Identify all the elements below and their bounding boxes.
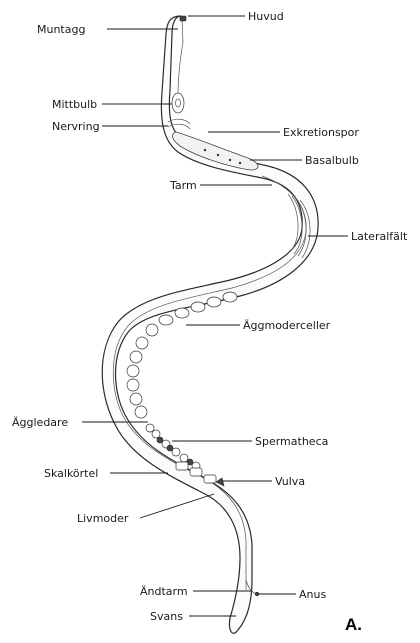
label-aggledare: Äggledare bbox=[12, 416, 68, 429]
label-skalkortel: Skalkörtel bbox=[44, 467, 98, 480]
label-andtarm: Ändtarm bbox=[140, 585, 188, 598]
label-lateralfalt: Lateralfält bbox=[351, 230, 408, 243]
label-vulva: Vulva bbox=[275, 475, 305, 488]
label-livmoder: Livmoder bbox=[77, 512, 129, 525]
stylet-knob bbox=[180, 16, 186, 21]
panel-letter: A. bbox=[345, 615, 362, 634]
label-muntagg: Muntagg bbox=[37, 23, 85, 36]
esophagus bbox=[178, 42, 183, 95]
leader-lines bbox=[82, 16, 348, 616]
label-basalbulb: Basalbulb bbox=[305, 154, 359, 167]
label-anus: Anus bbox=[299, 588, 326, 601]
median-bulb bbox=[172, 93, 184, 113]
stylet bbox=[182, 20, 183, 42]
label-huvud: Huvud bbox=[248, 10, 284, 23]
label-nervring: Nervring bbox=[52, 120, 100, 133]
labels: Muntagg Huvud Mittbulb Nervring Exkretio… bbox=[12, 10, 408, 634]
label-tarm: Tarm bbox=[169, 179, 197, 192]
label-spermatheca: Spermatheca bbox=[255, 435, 328, 448]
label-mittbulb: Mittbulb bbox=[52, 98, 97, 111]
label-svans: Svans bbox=[150, 610, 183, 623]
vulva bbox=[216, 478, 224, 486]
intestine bbox=[113, 176, 306, 590]
label-aggmoderceller: Äggmoderceller bbox=[243, 319, 331, 332]
label-exkretionspor: Exkretionspor bbox=[283, 126, 359, 139]
